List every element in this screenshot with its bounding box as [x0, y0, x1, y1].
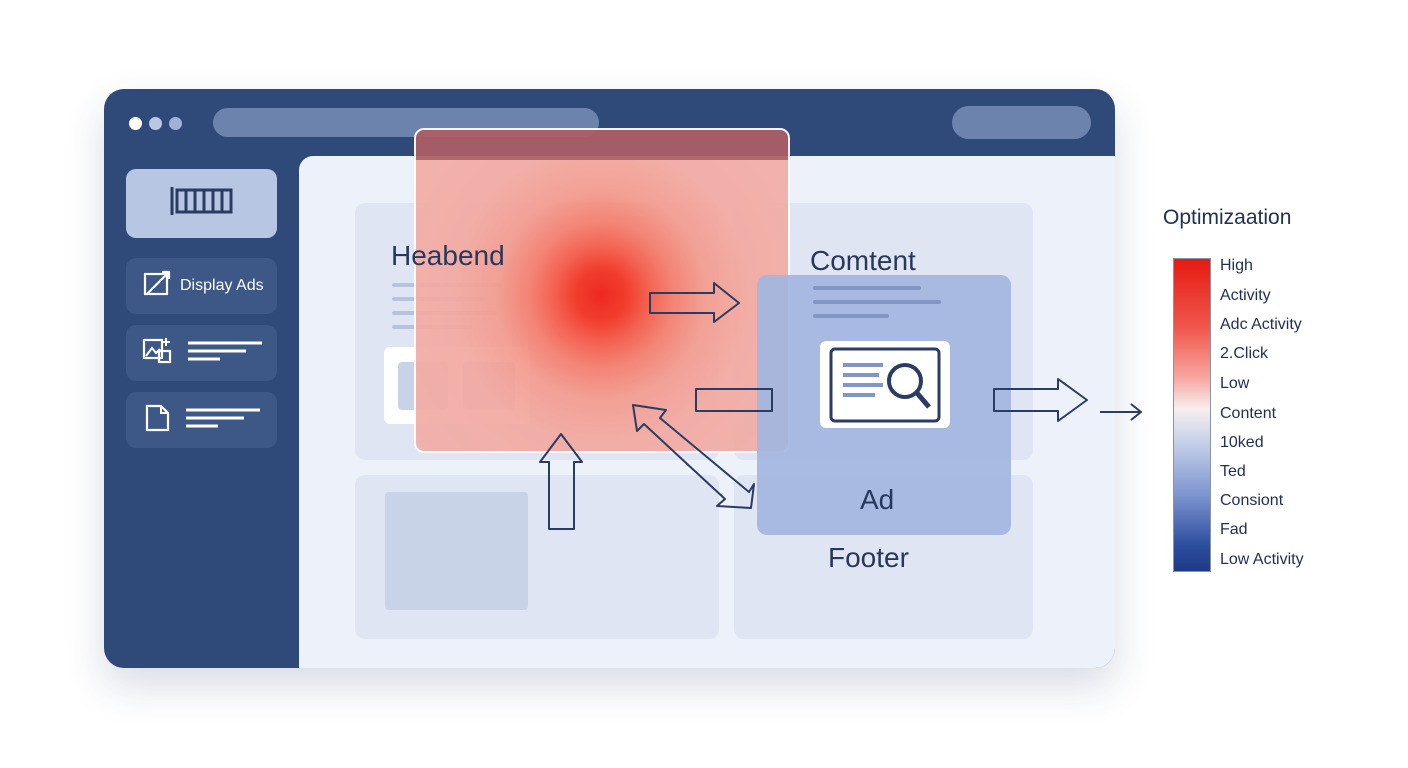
sidebar-item-display-ads[interactable]: Display Ads — [126, 258, 277, 314]
legend-label: Ted — [1220, 463, 1246, 480]
text-line — [813, 300, 941, 304]
heatmap-hotspot — [414, 128, 790, 453]
ad-card[interactable] — [820, 341, 950, 428]
text-line — [813, 314, 889, 318]
text-line — [813, 286, 921, 290]
sidebar-item-label: Display Ads — [180, 277, 264, 294]
legend-label: Low Activity — [1220, 551, 1304, 568]
arrow-small — [1100, 403, 1142, 421]
legend-label: Low — [1220, 375, 1250, 392]
search-document-icon — [829, 347, 941, 428]
text-lines-icon — [186, 339, 264, 368]
image-placeholder — [385, 492, 528, 610]
section-label-footer: Footer — [828, 542, 909, 573]
window-dot-minimize[interactable] — [149, 117, 162, 130]
heatmap-top-band — [416, 130, 788, 160]
section-label-content: Comtent — [810, 245, 916, 276]
arrow-bar — [695, 388, 773, 412]
barcode-icon — [168, 184, 236, 223]
legend-label: High — [1220, 257, 1253, 274]
arrow-up — [539, 433, 583, 530]
document-icon — [144, 403, 172, 438]
toolbar-button[interactable] — [952, 106, 1091, 139]
text-lines-icon — [184, 406, 262, 435]
arrow-diagonal — [632, 404, 755, 509]
legend-label: Content — [1220, 405, 1277, 422]
legend-label: Activity — [1220, 287, 1271, 304]
section-label-header: Heabend — [391, 240, 505, 271]
sidebar-item-images[interactable] — [126, 325, 277, 381]
section-label-ad: Ad — [860, 484, 895, 515]
arrow-right-1 — [649, 282, 740, 323]
image-add-icon — [142, 336, 176, 371]
sidebar-item-documents[interactable] — [126, 392, 277, 448]
window-dot-close[interactable] — [129, 117, 142, 130]
window-dot-maximize[interactable] — [169, 117, 182, 130]
legend-label: Fad — [1220, 521, 1248, 538]
legend-label: 10ked — [1220, 434, 1264, 451]
arrow-right-2 — [993, 378, 1088, 422]
legend-color-scale — [1173, 258, 1211, 572]
legend-label: Adc Activity — [1220, 316, 1302, 333]
swap-frame-icon — [142, 269, 172, 304]
legend-label: Consiont — [1220, 492, 1284, 509]
sidebar-item-barcode[interactable] — [126, 169, 277, 238]
legend-title: Optimizaation — [1163, 206, 1292, 229]
legend-label: 2.Click — [1220, 345, 1269, 362]
